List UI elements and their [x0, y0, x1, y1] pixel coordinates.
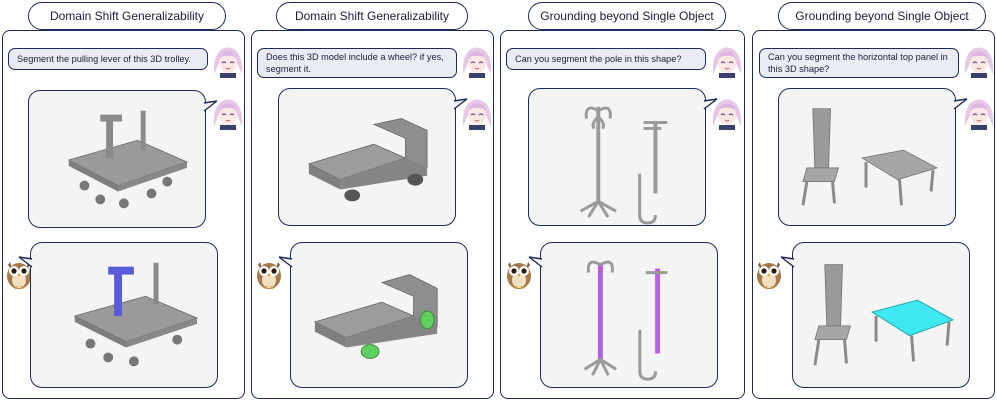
anime-girl-avatar-icon: [460, 44, 494, 78]
anime-girl-avatar-icon: [211, 96, 245, 130]
panel-1-output-shape-bubble: [18, 242, 218, 388]
panel-4-question: Can you segment the horizontal top panel…: [759, 48, 959, 78]
panel-1-title: Domain Shift Generalizability: [28, 2, 226, 30]
panel-2-input-shape-bubble: [278, 88, 468, 226]
chair-table-input-shape: [801, 108, 939, 206]
truck-segmented-shape: [313, 274, 438, 359]
anime-girl-avatar-icon: [962, 96, 996, 130]
panel-1-title-text: Domain Shift Generalizability: [49, 9, 205, 23]
anime-girl-avatar-icon: [710, 96, 744, 130]
panel-4-output-shape-bubble: [780, 242, 970, 388]
anime-girl-avatar-icon: [460, 96, 494, 130]
panel-3-output-shape-bubble: [528, 242, 718, 388]
panel-1-question: Segment the pulling lever of this 3D tro…: [8, 48, 208, 70]
panel-3-question: Can you segment the pole in this shape?: [506, 48, 706, 70]
trolley-input-shape: [67, 110, 189, 209]
panel-3-input-shape-bubble: [528, 88, 718, 226]
panel-2-output-shape-bubble: [278, 242, 468, 388]
coat-rack-input-shape: [579, 106, 668, 225]
anime-girl-avatar-icon: [211, 44, 245, 78]
anime-girl-avatar-icon: [710, 44, 744, 78]
truck-input-shape: [307, 118, 428, 202]
panel-2-title: Domain Shift Generalizability: [276, 2, 468, 30]
panel-3-title: Grounding beyond Single Object: [528, 2, 726, 30]
anime-girl-avatar-icon: [962, 44, 996, 78]
panel-2-question: Does this 3D model include a wheel? if y…: [257, 48, 457, 78]
trolley-segmented-shape: [73, 262, 199, 367]
panel-1-input-shape-bubble: [28, 90, 218, 228]
coat-rack-segmented-shape: [583, 260, 668, 381]
panel-4-title: Grounding beyond Single Object: [778, 2, 986, 30]
chair-table-segmented-shape: [813, 264, 955, 366]
panel-4-input-shape-bubble: [778, 88, 968, 226]
